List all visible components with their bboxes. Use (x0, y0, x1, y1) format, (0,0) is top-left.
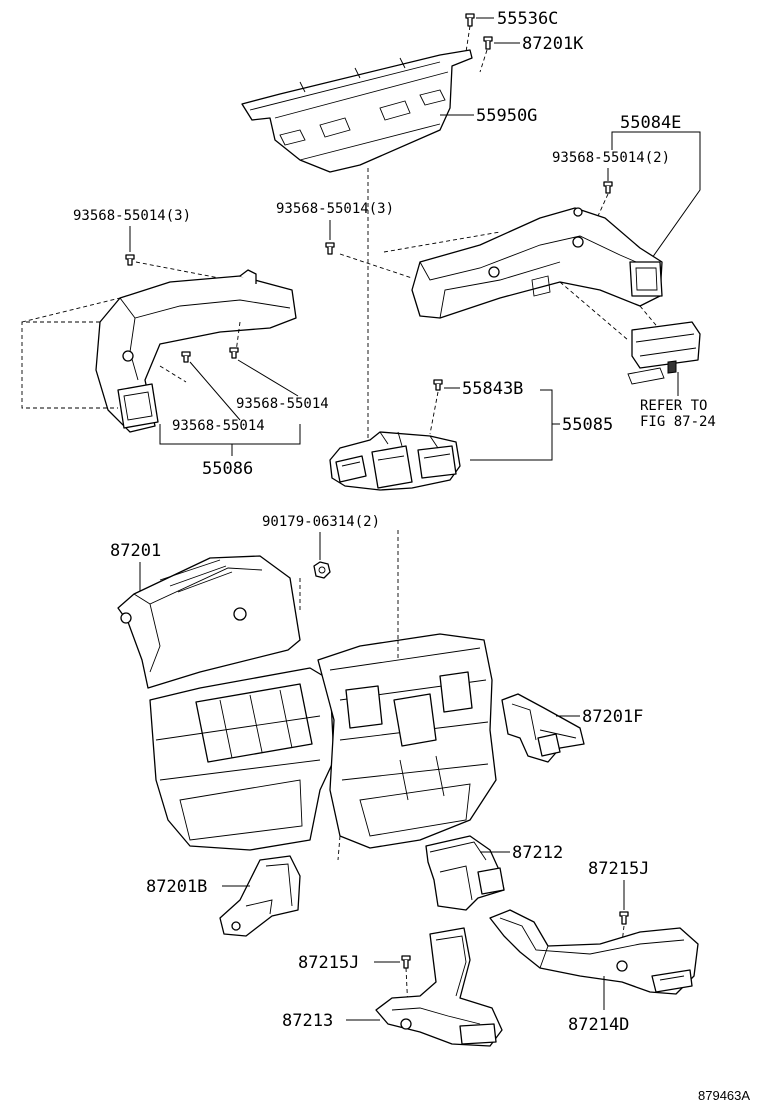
center-register-55085-icon (329, 431, 461, 491)
leader-55085 (470, 389, 553, 461)
label-fig-87-24: FIG 87-24 (640, 414, 716, 430)
label-90179-06314-2: 90179-06314(2) (262, 514, 380, 530)
leader-55084e (611, 131, 701, 259)
label-refer-to: REFER TO (640, 398, 707, 414)
label-55084e: 55084E (620, 113, 681, 133)
duct-87201b-icon (219, 855, 301, 937)
connector-module-icon (627, 321, 701, 385)
label-55085: 55085 (562, 415, 613, 435)
label-93568-55014-3-mid: 93568-55014(3) (276, 201, 394, 217)
label-55086: 55086 (202, 459, 253, 479)
label-87212: 87212 (512, 843, 563, 863)
screw-93568-b-icon (229, 347, 239, 359)
label-55950g: 55950G (476, 106, 537, 126)
screw-93568-left-icon (125, 254, 135, 266)
label-87214d: 87214D (568, 1015, 629, 1035)
label-93568-55014-b: 93568-55014 (172, 418, 265, 434)
screw-93568-mid-icon (325, 242, 335, 255)
label-55536c: 55536C (497, 9, 558, 29)
duct-87214d-icon (489, 909, 699, 995)
clip-55536c-icon (465, 13, 475, 27)
label-87201k: 87201K (522, 34, 584, 54)
label-87201: 87201 (110, 541, 161, 561)
label-87215j-left: 87215J (298, 953, 359, 973)
clip-55843b-icon (433, 379, 443, 391)
duct-87212-icon (425, 835, 505, 911)
label-87201b: 87201B (146, 877, 207, 897)
side-duct-55086-icon (95, 269, 297, 433)
label-87215j-right: 87215J (588, 859, 649, 879)
screw-93568-a-icon (181, 351, 191, 363)
duct-87213-icon (375, 927, 503, 1047)
label-93568-55014-2: 93568-55014(2) (552, 150, 670, 166)
screw-87215j-left-icon (401, 955, 411, 969)
screw-87215j-right-icon (619, 911, 629, 925)
screw-87201k-icon (483, 36, 493, 50)
label-87201f: 87201F (582, 707, 643, 727)
label-87213: 87213 (282, 1011, 333, 1031)
label-55843b: 55843B (462, 379, 523, 399)
label-93568-55014-a: 93568-55014 (236, 396, 329, 412)
nut-90179-icon (313, 561, 331, 579)
duct-87201f-icon (501, 693, 585, 763)
diagram-id: 879463A (698, 1088, 750, 1103)
defroster-nozzle-55950g-icon (241, 49, 473, 173)
hvac-unit-87201-icon (117, 555, 497, 851)
screw-93568-right-icon (603, 181, 613, 194)
label-93568-55014-3-left: 93568-55014(3) (73, 208, 191, 224)
side-duct-55084e-icon (411, 207, 663, 319)
